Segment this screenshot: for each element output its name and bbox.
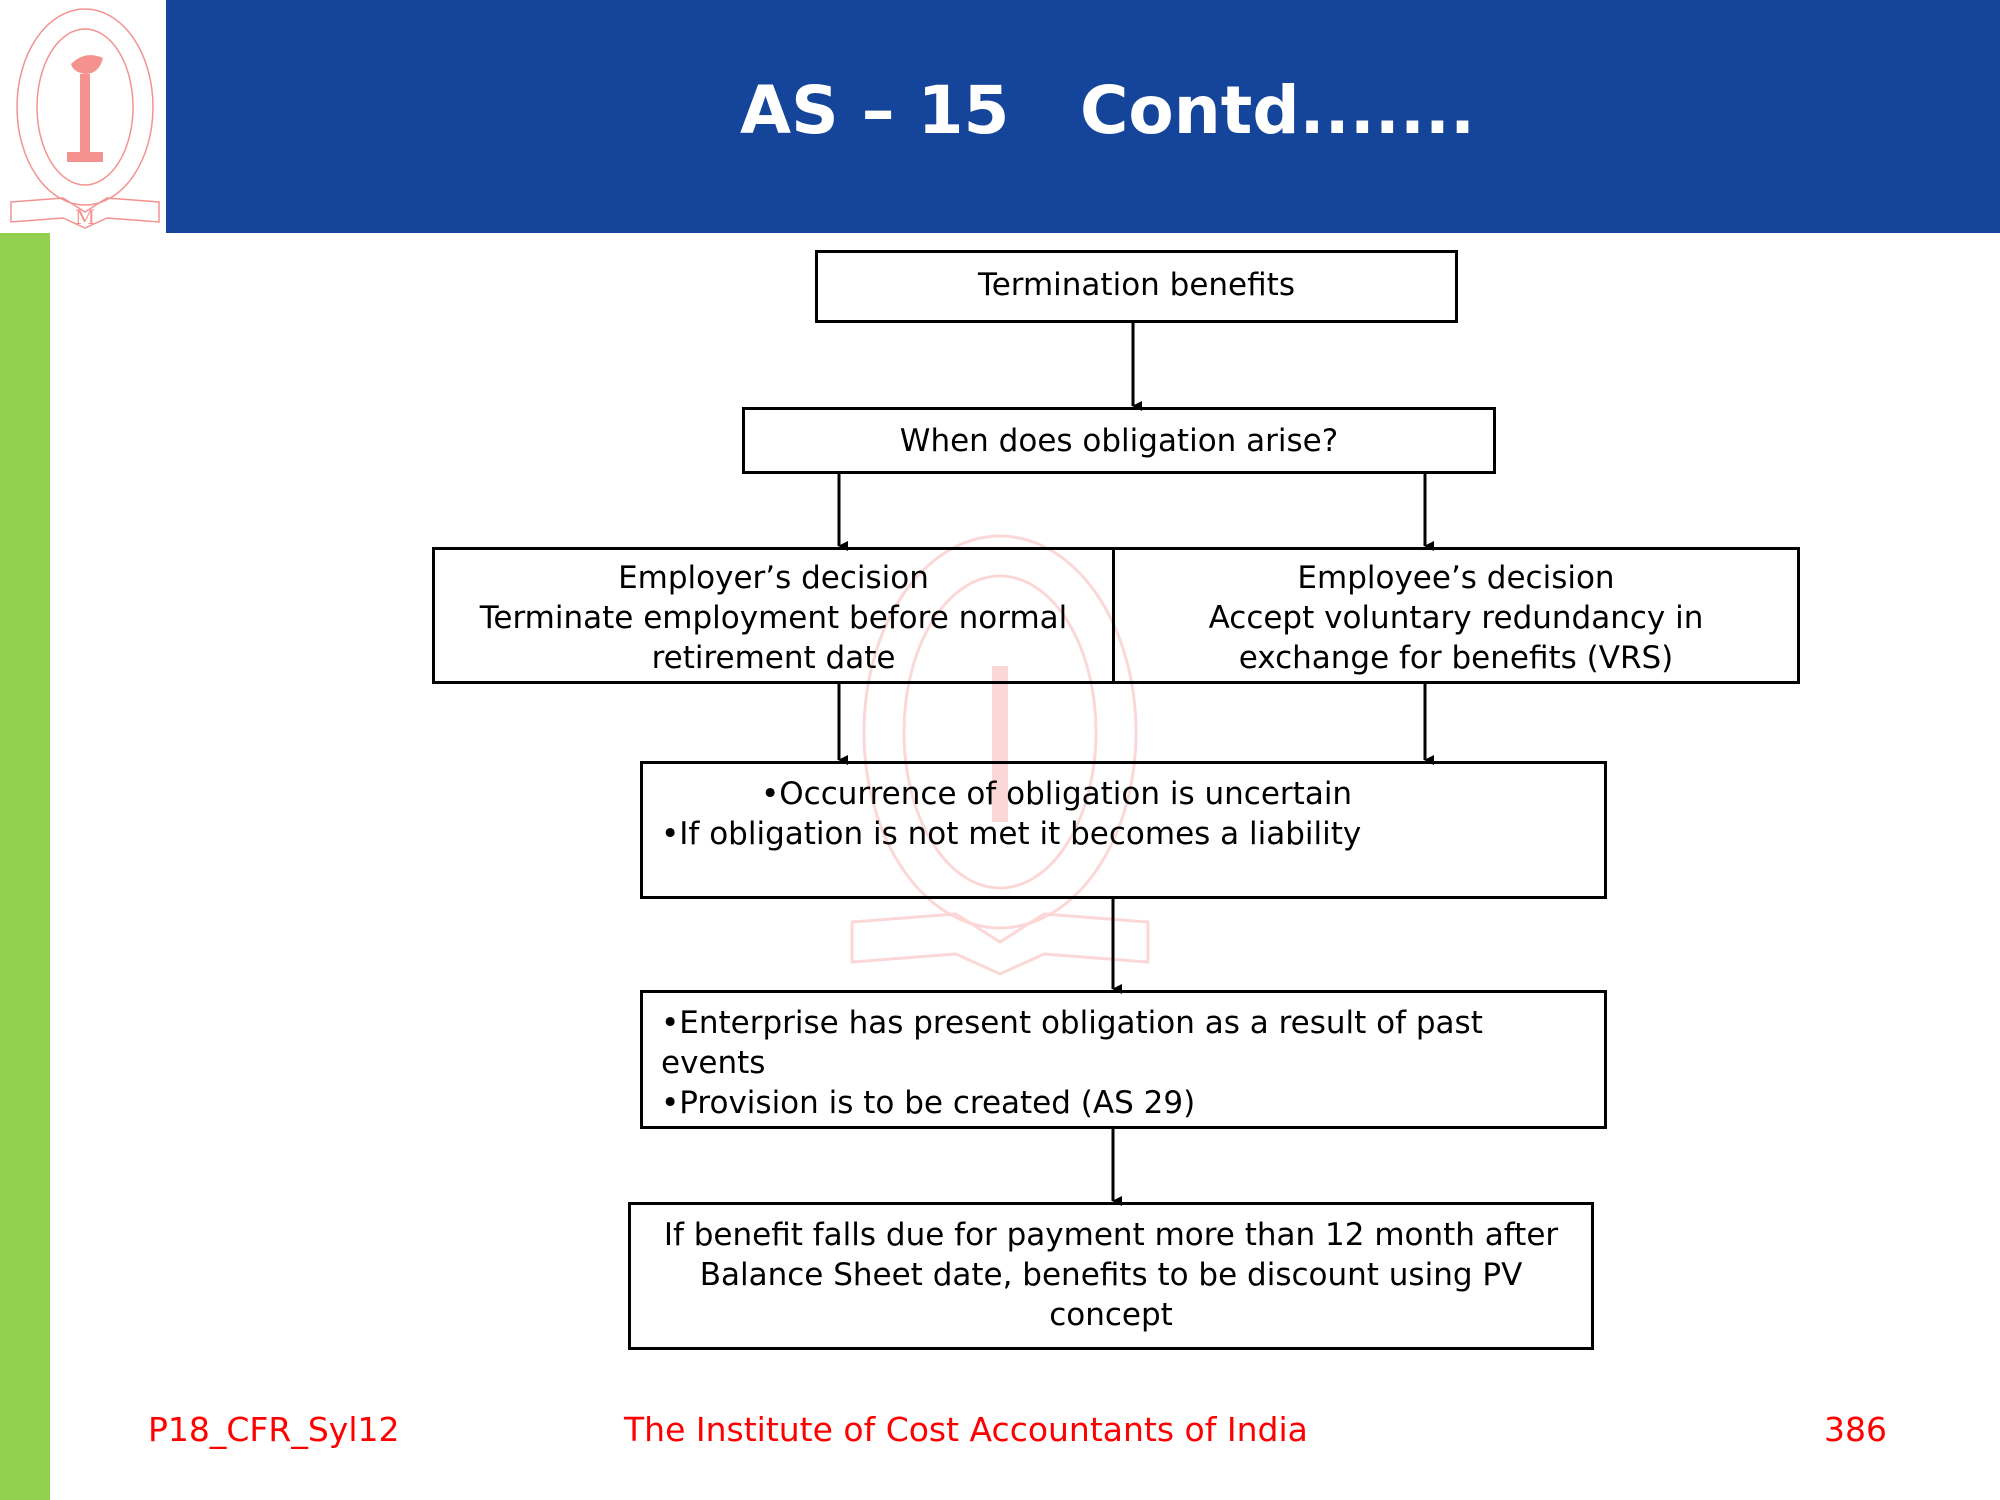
box-obligation-uncertain: •Occurrence of obligation is uncertain •… [640,761,1607,899]
box-text: retirement date [651,640,896,676]
box-heading: Employer’s decision [618,560,929,596]
box-text: If benefit falls due for payment more th… [663,1217,1559,1253]
bullet-item: •Provision is to be created (AS 29) [661,1085,1196,1121]
box-text: Termination benefits [978,267,1295,303]
slide-title-main: AS – 15 [740,72,1010,149]
bullet-item: events [661,1045,766,1081]
bullet-item: •Occurrence of obligation is uncertain [761,776,1353,812]
slide-title-contd: Contd....... [1080,72,1476,149]
box-present-obligation: •Enterprise has present obligation as a … [640,990,1607,1129]
box-employee-decision: Employee’s decision Accept voluntary red… [1112,547,1800,684]
institute-logo-icon: M [10,8,160,229]
footer-code: P18_CFR_Syl12 [148,1410,400,1449]
title-banner: AS – 15 Contd....... [166,0,2000,233]
watermark-logo-icon [850,534,1150,976]
box-employer-decision: Employer’s decision Terminate employment… [432,547,1115,684]
bullet-item: •Enterprise has present obligation as a … [661,1005,1483,1041]
footer-institute: The Institute of Cost Accountants of Ind… [624,1410,1308,1449]
box-pv-discount: If benefit falls due for payment more th… [628,1202,1594,1350]
accent-bar [0,233,50,1500]
box-when-obligation: When does obligation arise? [742,407,1496,474]
box-text: Terminate employment before normal [479,600,1068,636]
box-text: concept [1049,1297,1173,1333]
page-number: 386 [1824,1410,1887,1449]
box-heading: Employee’s decision [1297,560,1615,596]
bullet-item: •If obligation is not met it becomes a l… [661,816,1362,852]
box-termination-benefits: Termination benefits [815,250,1458,323]
box-text: Balance Sheet date, benefits to be disco… [699,1257,1523,1293]
svg-text:M: M [75,205,95,229]
box-text: exchange for benefits (VRS) [1238,640,1674,676]
box-text: When does obligation arise? [899,423,1339,459]
box-text: Accept voluntary redundancy in [1208,600,1704,636]
